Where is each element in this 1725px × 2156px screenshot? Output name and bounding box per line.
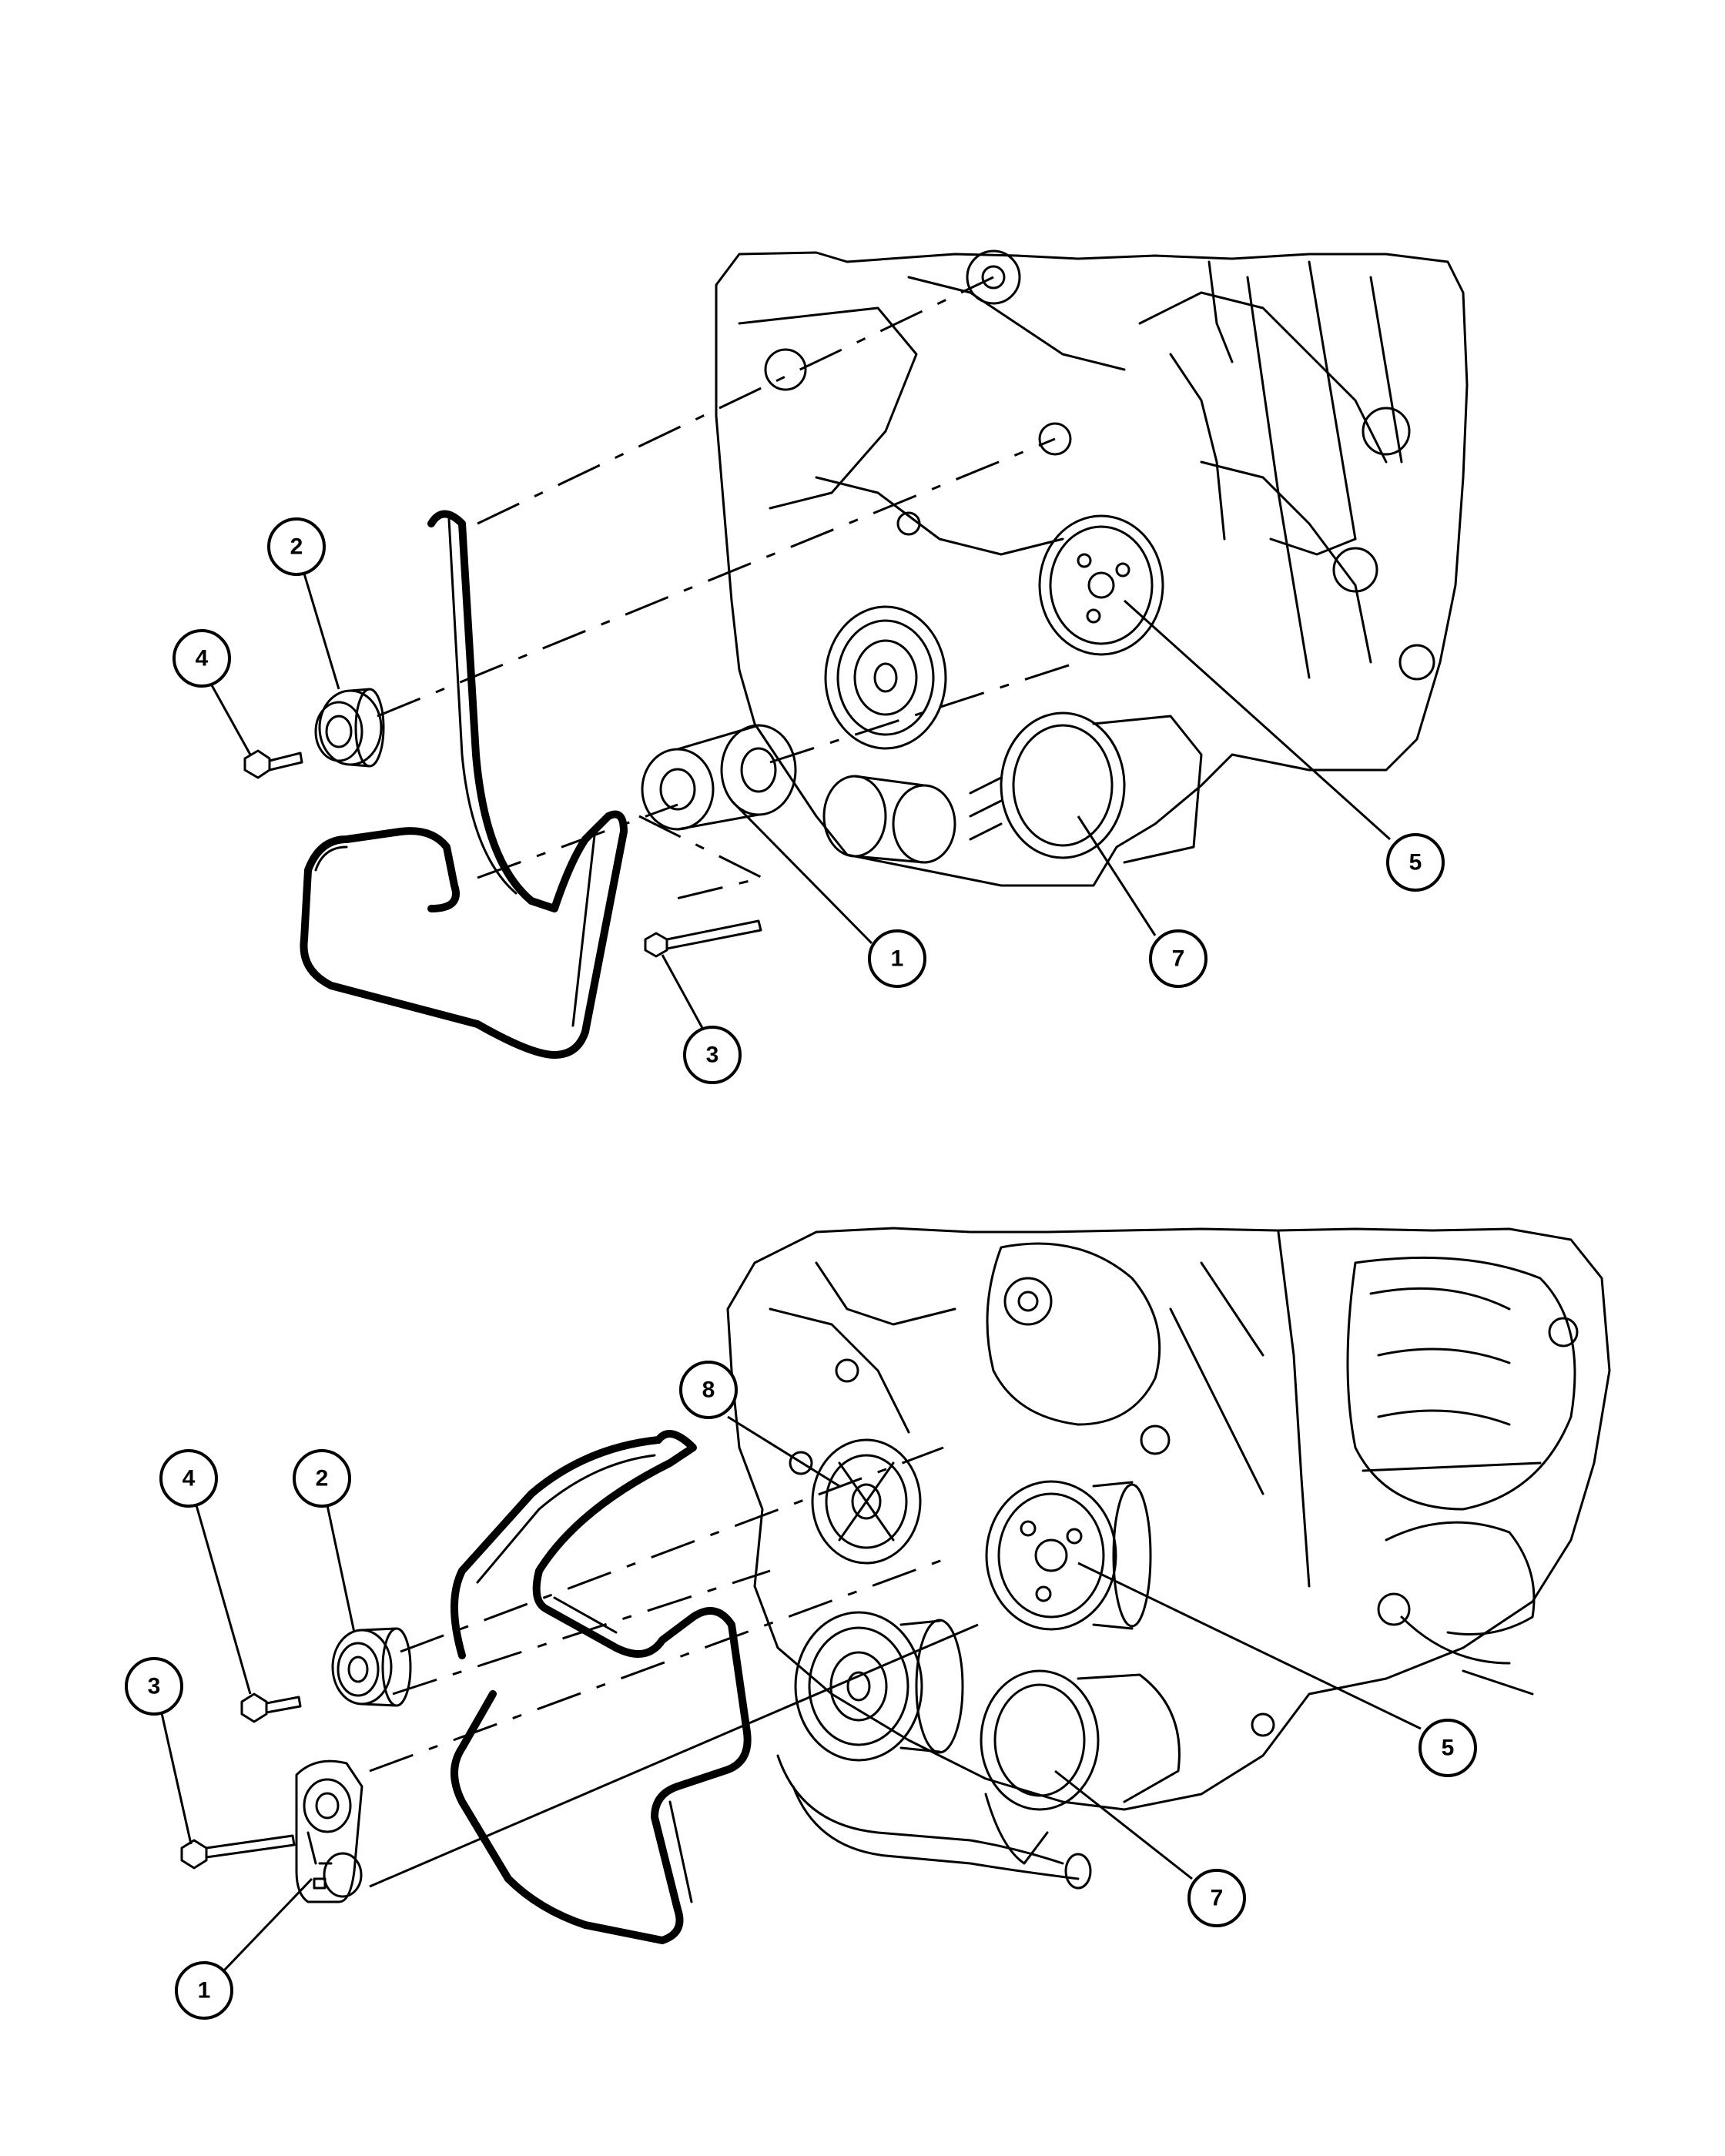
bottom-callout-5: 5 (1077, 1562, 1477, 1777)
top-power-steering-pulley (1038, 514, 1164, 656)
top-alignment-lines (377, 276, 1079, 902)
bottom-callout-8: 8 (679, 1361, 840, 1488)
bottom-callout-1: 1 (175, 1877, 313, 2020)
top-callout-7: 7 (1077, 815, 1208, 988)
top-tensioner-bolt (644, 919, 762, 958)
svg-text:5: 5 (1409, 850, 1422, 875)
top-serpentine-belt (300, 510, 628, 1059)
bottom-power-steering-pulley (985, 1480, 1152, 1631)
top-belt-tensioner (641, 724, 797, 831)
top-idler-pulley (314, 688, 385, 768)
bottom-alternator-pulley (811, 1438, 922, 1565)
bottom-tensioner-bolt (180, 1834, 296, 1870)
svg-text:4: 4 (183, 1466, 196, 1491)
svg-text:4: 4 (196, 646, 209, 671)
top-callout-3: 3 (661, 954, 742, 1084)
bottom-view: 8 4 2 3 1 (125, 1227, 1611, 2020)
svg-text:1: 1 (891, 946, 904, 972)
svg-text:7: 7 (1172, 946, 1185, 972)
svg-text:7: 7 (1211, 1886, 1224, 1911)
bottom-ac-compressor-pulley (980, 1669, 1181, 1865)
top-oil-filter (822, 775, 956, 864)
top-callout-5: 5 (1123, 599, 1445, 892)
bottom-idler-bolt (240, 1692, 302, 1723)
top-crankshaft-pulley (824, 605, 947, 750)
top-idler-bolt (243, 749, 303, 779)
bottom-idler-pulley (331, 1627, 412, 1707)
bottom-callouts: 8 4 2 3 1 (125, 1361, 1477, 2020)
svg-text:2: 2 (290, 534, 303, 560)
svg-text:3: 3 (148, 1674, 161, 1699)
bottom-callout-2: 2 (293, 1449, 356, 1633)
bottom-crankshaft-pulley (794, 1611, 964, 1762)
svg-text:3: 3 (706, 1043, 719, 1068)
bottom-callout-3: 3 (125, 1657, 193, 1845)
top-callout-4: 4 (172, 629, 252, 755)
top-callout-2: 2 (267, 517, 340, 690)
top-view: 2 4 1 3 5 (172, 249, 1469, 1084)
svg-text:2: 2 (316, 1466, 329, 1491)
bottom-callout-7: 7 (1054, 1769, 1246, 1927)
bottom-engine-block (726, 1227, 1611, 1811)
bottom-alignment-lines (369, 1446, 979, 1888)
svg-text:5: 5 (1442, 1736, 1455, 1761)
bottom-lower-hoses (776, 1754, 1092, 1890)
top-callout-1: 1 (730, 799, 926, 988)
bottom-serpentine-belt (451, 1430, 752, 1944)
top-callouts: 2 4 1 3 5 (172, 517, 1445, 1084)
svg-text:8: 8 (702, 1378, 715, 1403)
bottom-belt-tensioner (295, 1759, 363, 1903)
top-engine-block (715, 249, 1469, 887)
bottom-callout-4: 4 (159, 1449, 252, 1695)
top-ac-compressor-pulley (969, 711, 1203, 864)
svg-text:1: 1 (198, 1978, 211, 2004)
